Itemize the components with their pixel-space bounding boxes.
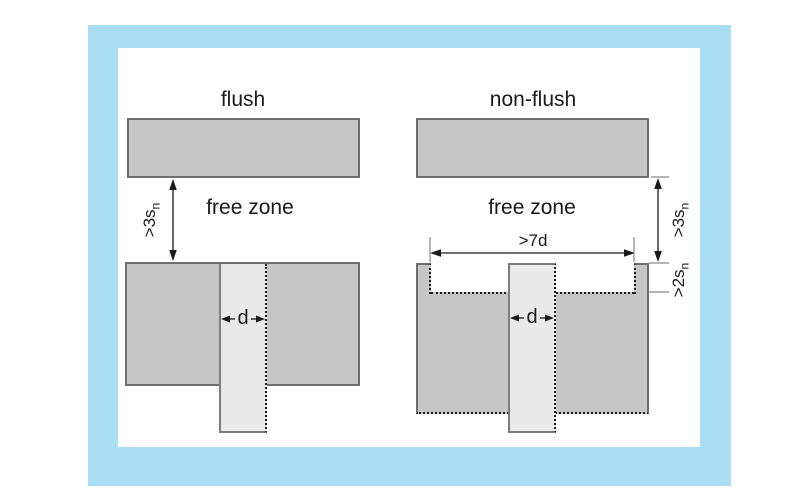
nonflush-target-object xyxy=(416,118,649,178)
nonflush-recess-rim-left xyxy=(416,263,431,294)
flush-free-zone-label: free zone xyxy=(206,196,294,219)
flush-title: flush xyxy=(220,88,266,111)
flush-clearance-label: >3sn xyxy=(140,202,163,238)
nonflush-clearance-label: >3sn xyxy=(669,202,692,238)
nonflush-diameter-label: d xyxy=(526,306,538,328)
nonflush-recess-rim-right xyxy=(634,263,649,294)
nonflush-sensor-cylinder xyxy=(508,263,556,433)
nonflush-free-zone-label: free zone xyxy=(488,196,576,219)
flush-target-object xyxy=(127,118,360,178)
nonflush-title: non-flush xyxy=(489,88,577,111)
flush-sensor-cylinder xyxy=(219,264,267,433)
nonflush-protrusion-label: >2sn xyxy=(669,262,692,298)
flush-diameter-label: d xyxy=(237,307,249,329)
recess-width-label: >7d xyxy=(518,231,548,250)
